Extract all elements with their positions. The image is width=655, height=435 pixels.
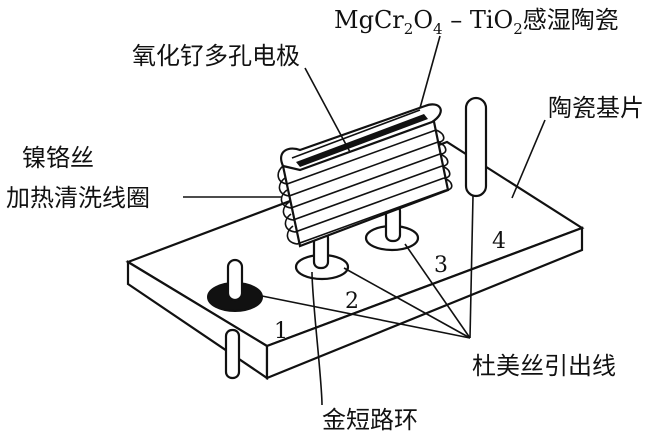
heater-coil-label: 加热清洗线圈: [6, 184, 150, 212]
leader-lines: [183, 35, 546, 406]
heater-coil-stack: [277, 103, 453, 248]
ceramic-label: MgCr2O4 – TiO2感湿陶瓷: [334, 6, 619, 38]
nichrome-label: 镍铬丝: [22, 144, 94, 172]
vertical-lead-rod: [464, 96, 488, 198]
coil-support-posts: [312, 203, 402, 270]
part-number-1: 1: [274, 319, 288, 344]
substrate-label: 陶瓷基片: [548, 94, 644, 122]
part-number-3: 3: [434, 253, 448, 278]
left-terminal: [207, 258, 263, 312]
electrode-label: 氧化钌多孔电极: [132, 42, 300, 70]
part-number-4: 4: [492, 229, 506, 254]
lead-wire-label: 杜美丝引出线: [472, 352, 616, 380]
part-number-2: 2: [345, 289, 359, 314]
gold-ring-label: 金短路环: [322, 406, 418, 434]
bottom-lead-pin: [224, 328, 241, 380]
